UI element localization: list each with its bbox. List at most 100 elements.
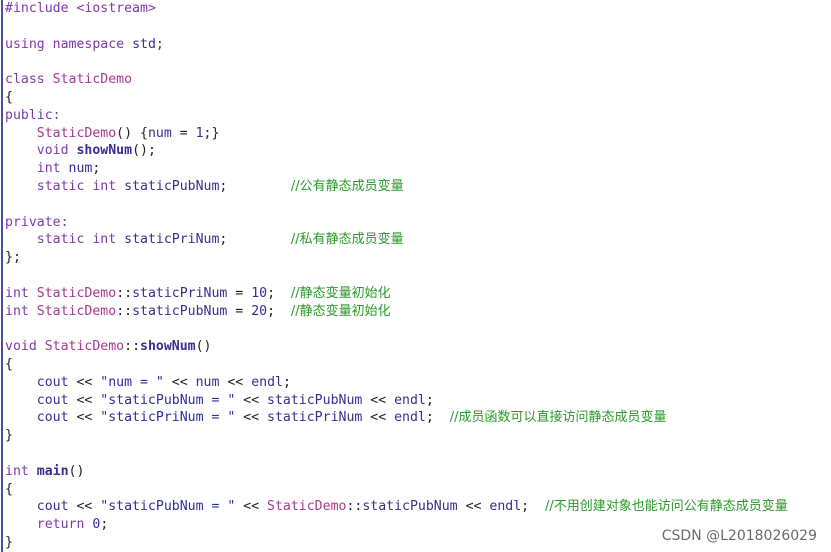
code-token	[5, 232, 37, 247]
code-token: 10	[251, 285, 268, 301]
code-line: int main()	[5, 463, 84, 481]
code-token: "staticPriNum = "	[100, 410, 236, 426]
code-line: void StaticDemo::showNum()	[5, 338, 211, 356]
code-token: endl	[489, 499, 522, 515]
code-token	[5, 126, 37, 141]
code-token	[5, 179, 37, 194]
code-token: ()	[68, 463, 85, 479]
code-token: <<	[68, 410, 101, 426]
code-token: ::	[116, 303, 133, 319]
code-comment: //成员函数可以直接访问静态成员变量	[449, 410, 667, 426]
code-comment: //静态变量初始化	[290, 303, 391, 319]
code-line: static int staticPubNum; //公有静态成员变量	[5, 178, 404, 196]
code-comment: //静态变量初始化	[290, 285, 391, 301]
code-token: staticPriNum	[124, 232, 220, 248]
code-token: <<	[68, 374, 101, 390]
code-token: staticPubNum	[267, 392, 363, 408]
code-token: void	[5, 339, 37, 355]
code-token: StaticDemo	[52, 72, 133, 88]
code-token	[5, 410, 37, 425]
code-token: #include	[5, 1, 69, 16]
code-token: staticPriNum	[267, 410, 363, 426]
code-token: int	[92, 179, 117, 194]
code-token: void	[36, 143, 69, 159]
code-token: namespace	[52, 36, 125, 52]
code-token: cout	[36, 374, 69, 390]
code-token: StaticDemo	[36, 285, 117, 301]
code-token: staticPubNum	[362, 499, 458, 515]
code-token: {	[5, 90, 13, 105]
code-token: std;	[124, 36, 164, 52]
code-token: private:	[5, 214, 69, 230]
code-token: =	[227, 285, 252, 301]
code-line: public:	[5, 107, 61, 125]
code-token: staticPubNum	[124, 179, 220, 194]
code-token: endl	[251, 374, 283, 390]
code-line: using namespace std;	[5, 36, 164, 54]
code-token: int	[36, 161, 61, 177]
code-line: cout << "staticPriNum = " << staticPriNu…	[5, 409, 667, 427]
code-token: <<	[235, 410, 268, 426]
code-token: num	[147, 125, 172, 141]
code-token: StaticDemo	[44, 339, 125, 355]
code-token	[5, 499, 37, 514]
code-token: ;	[219, 232, 291, 248]
code-token: <<	[163, 374, 196, 390]
code-token: ;	[267, 303, 291, 319]
code-token: <<	[235, 392, 268, 408]
code-line: private:	[5, 214, 69, 232]
code-line: int num;	[5, 160, 101, 178]
code-token: ::	[124, 339, 141, 355]
code-token: {	[5, 357, 13, 372]
code-token: ;	[282, 374, 291, 390]
code-token: "staticPubNum = "	[100, 499, 236, 515]
code-line: #include <iostream>	[5, 0, 156, 18]
code-token: ();	[132, 143, 156, 159]
code-token: num	[195, 374, 220, 390]
code-token	[5, 161, 37, 176]
code-line: return 0;	[5, 516, 109, 534]
code-line: void showNum();	[5, 142, 156, 160]
code-token	[116, 179, 124, 194]
code-token: <<	[362, 410, 395, 426]
csdn-watermark: CSDN @L2018026029	[661, 528, 817, 544]
code-token: static	[36, 232, 85, 248]
code-line: {	[5, 481, 13, 499]
code-token: StaticDemo	[36, 303, 117, 319]
code-token	[29, 464, 37, 479]
code-token	[5, 143, 37, 158]
code-token: ;	[425, 392, 434, 408]
code-token: <<	[457, 499, 490, 515]
code-token: =	[227, 303, 252, 319]
code-line: cout << "staticPubNum = " << StaticDemo:…	[5, 498, 788, 516]
code-comment: //公有静态成员变量	[290, 179, 404, 194]
code-token: int	[5, 463, 29, 479]
code-token	[45, 37, 53, 52]
code-token	[45, 72, 53, 87]
code-line: };	[5, 249, 21, 267]
code-token: ;	[267, 285, 291, 301]
code-token: }	[5, 535, 13, 550]
code-line: {	[5, 89, 13, 107]
code-token: "staticPubNum = "	[100, 392, 236, 408]
code-token: =	[171, 125, 196, 141]
code-line: int StaticDemo::staticPriNum = 10; //静态变…	[5, 285, 391, 303]
code-line: }	[5, 427, 13, 445]
code-token: ::	[346, 499, 363, 515]
code-token: endl	[394, 392, 426, 408]
code-token: public:	[5, 107, 61, 123]
code-line: }	[5, 534, 13, 552]
code-token: ;	[521, 499, 545, 515]
code-token: return	[36, 517, 85, 533]
code-token: <<	[68, 499, 101, 515]
code-token: cout	[36, 499, 69, 515]
code-line: class StaticDemo	[5, 71, 132, 89]
code-token: 20	[251, 303, 268, 319]
code-token: 0	[92, 517, 101, 533]
code-token: <<	[235, 499, 268, 515]
code-token: {	[5, 481, 13, 497]
code-token: "num = "	[100, 374, 164, 390]
code-token: };	[5, 250, 21, 266]
code-token: showNum	[76, 143, 133, 159]
code-token: staticPubNum	[132, 303, 228, 319]
